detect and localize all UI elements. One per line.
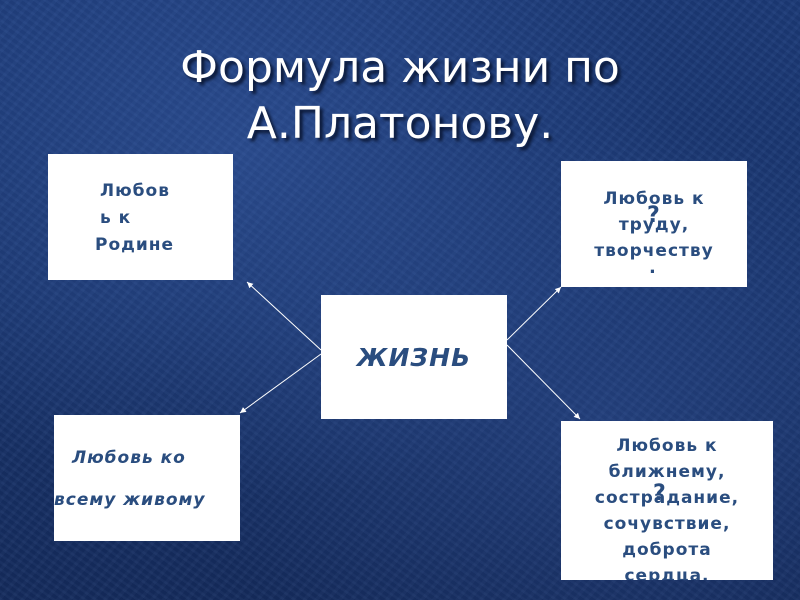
node-text-line: Любовь ко	[72, 448, 186, 468]
node-text-line: сострадание,	[594, 488, 740, 508]
node-text-line: всему живому	[54, 490, 206, 510]
slide-title: Формула жизни по А.Платонову.	[0, 40, 800, 152]
arrow-to-top-left	[246, 281, 322, 351]
node-love-for-work: Любовь к труду, творчеству ? .	[561, 161, 747, 287]
node-text-line: доброта	[622, 540, 712, 560]
node-love-for-neighbor: Любовь к ближнему, сострадание, сочувств…	[561, 421, 773, 580]
node-text-line: сочувствие,	[603, 514, 731, 534]
title-line-2: А.Платонову.	[246, 98, 554, 149]
node-text-line: Любовь к	[603, 189, 705, 209]
node-love-for-all-living: Любовь ко всему живому	[54, 415, 240, 541]
arrow-to-top-right	[506, 286, 562, 341]
node-text-line: сердца.	[624, 566, 710, 580]
node-text-line: ближнему,	[608, 462, 726, 482]
node-text-line: Родине	[95, 235, 175, 255]
title-line-1: Формула жизни по	[180, 42, 620, 93]
node-text-line: ь к	[100, 208, 132, 228]
node-love-for-homeland: Любов ь к Родине	[48, 154, 233, 280]
node-text-line: Любовь к	[616, 436, 718, 456]
arrow-to-bottom-left	[239, 353, 322, 414]
node-text-line: труду,	[618, 215, 690, 235]
node-life-label: ЖИЗНЬ	[356, 342, 472, 372]
arrow-to-bottom-right	[506, 344, 581, 420]
node-text-line: Любов	[100, 181, 170, 201]
node-text-line: творчеству	[594, 241, 714, 261]
question-mark: ?	[647, 203, 661, 228]
trailing-period: .	[649, 257, 657, 278]
question-mark: ?	[653, 481, 667, 506]
node-life: ЖИЗНЬ	[321, 295, 507, 419]
